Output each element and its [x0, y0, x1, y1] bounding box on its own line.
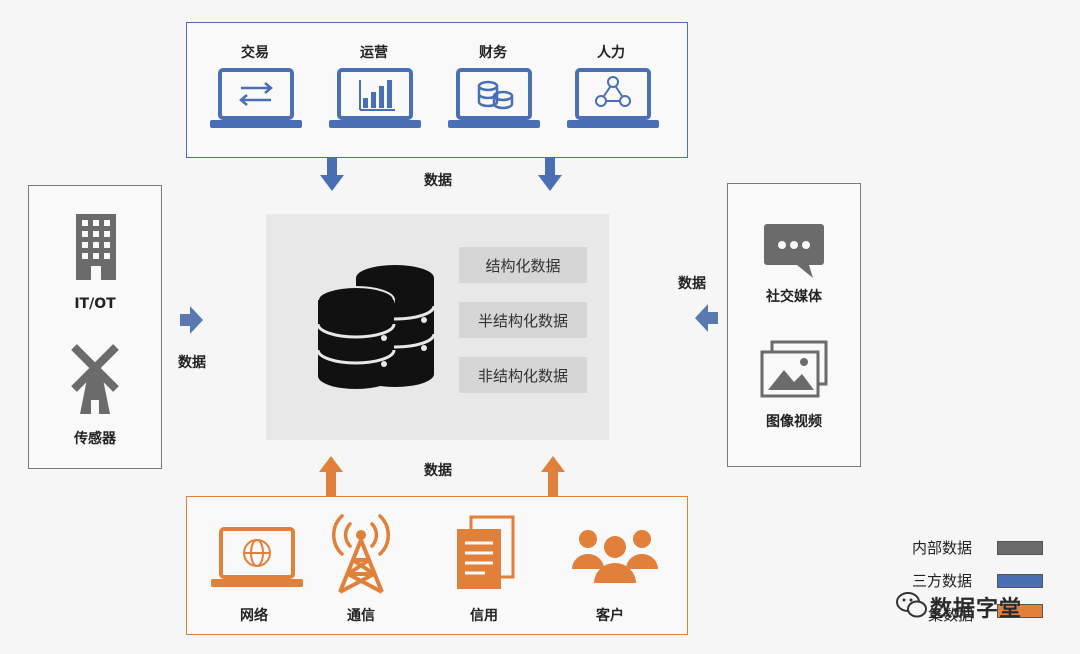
left-arrow-icon	[695, 304, 718, 332]
left-item-label: IT/OT	[74, 296, 116, 312]
right-flow-label: 数据	[678, 276, 706, 292]
legend-swatch-third-party	[997, 574, 1043, 588]
top-item-label: 人力	[597, 45, 625, 61]
top-flow-label: 数据	[424, 173, 452, 189]
bottom-item-label: 网络	[240, 608, 268, 624]
up-arrow-icon	[541, 456, 565, 496]
top-item-label: 运营	[360, 45, 388, 61]
right-item-label: 社交媒体	[766, 289, 822, 305]
documents-icon	[457, 515, 515, 589]
right-item-label: 图像视频	[766, 414, 822, 430]
right-arrow-icon	[180, 306, 203, 334]
arrows-exchange-laptop-icon	[210, 68, 302, 128]
bar-chart-laptop-icon	[329, 68, 421, 128]
legend-label: 集数据	[928, 606, 974, 624]
database-servers-icon	[316, 265, 436, 389]
wechat-logo-icon	[896, 592, 927, 618]
image-gallery-icon	[760, 340, 828, 398]
top-item-label: 交易	[241, 45, 269, 61]
globe-laptop-icon	[211, 527, 303, 587]
legend-label: 内部数据	[912, 539, 973, 557]
legend-swatch-internal	[997, 541, 1043, 555]
bottom-item-label: 通信	[347, 608, 375, 624]
chat-bubble-icon	[764, 224, 824, 278]
windmill-icon	[71, 344, 119, 414]
left-flow-label: 数据	[178, 355, 206, 371]
down-arrow-icon	[538, 157, 562, 191]
left-item-label: 传感器	[74, 431, 116, 447]
bottom-flow-label: 数据	[424, 463, 452, 479]
legend-swatch-collected	[997, 604, 1043, 618]
data-type-semi-structured: 半结构化数据	[459, 302, 587, 338]
bottom-item-label: 客户	[596, 608, 624, 624]
people-network-laptop-icon	[567, 68, 659, 128]
top-item-label: 财务	[479, 45, 507, 61]
bottom-source-group	[186, 496, 688, 635]
building-icon	[76, 214, 116, 280]
signal-tower-icon	[332, 514, 390, 594]
data-type-structured: 结构化数据	[459, 247, 587, 283]
down-arrow-icon	[320, 157, 344, 191]
coins-laptop-icon	[448, 68, 540, 128]
customers-group-icon	[572, 530, 658, 583]
up-arrow-icon	[319, 456, 343, 496]
data-type-unstructured: 非结构化数据	[459, 357, 587, 393]
bottom-item-label: 信用	[470, 608, 498, 624]
watermark-text: 数据字堂	[930, 597, 1023, 622]
legend-label: 三方数据	[912, 572, 973, 590]
